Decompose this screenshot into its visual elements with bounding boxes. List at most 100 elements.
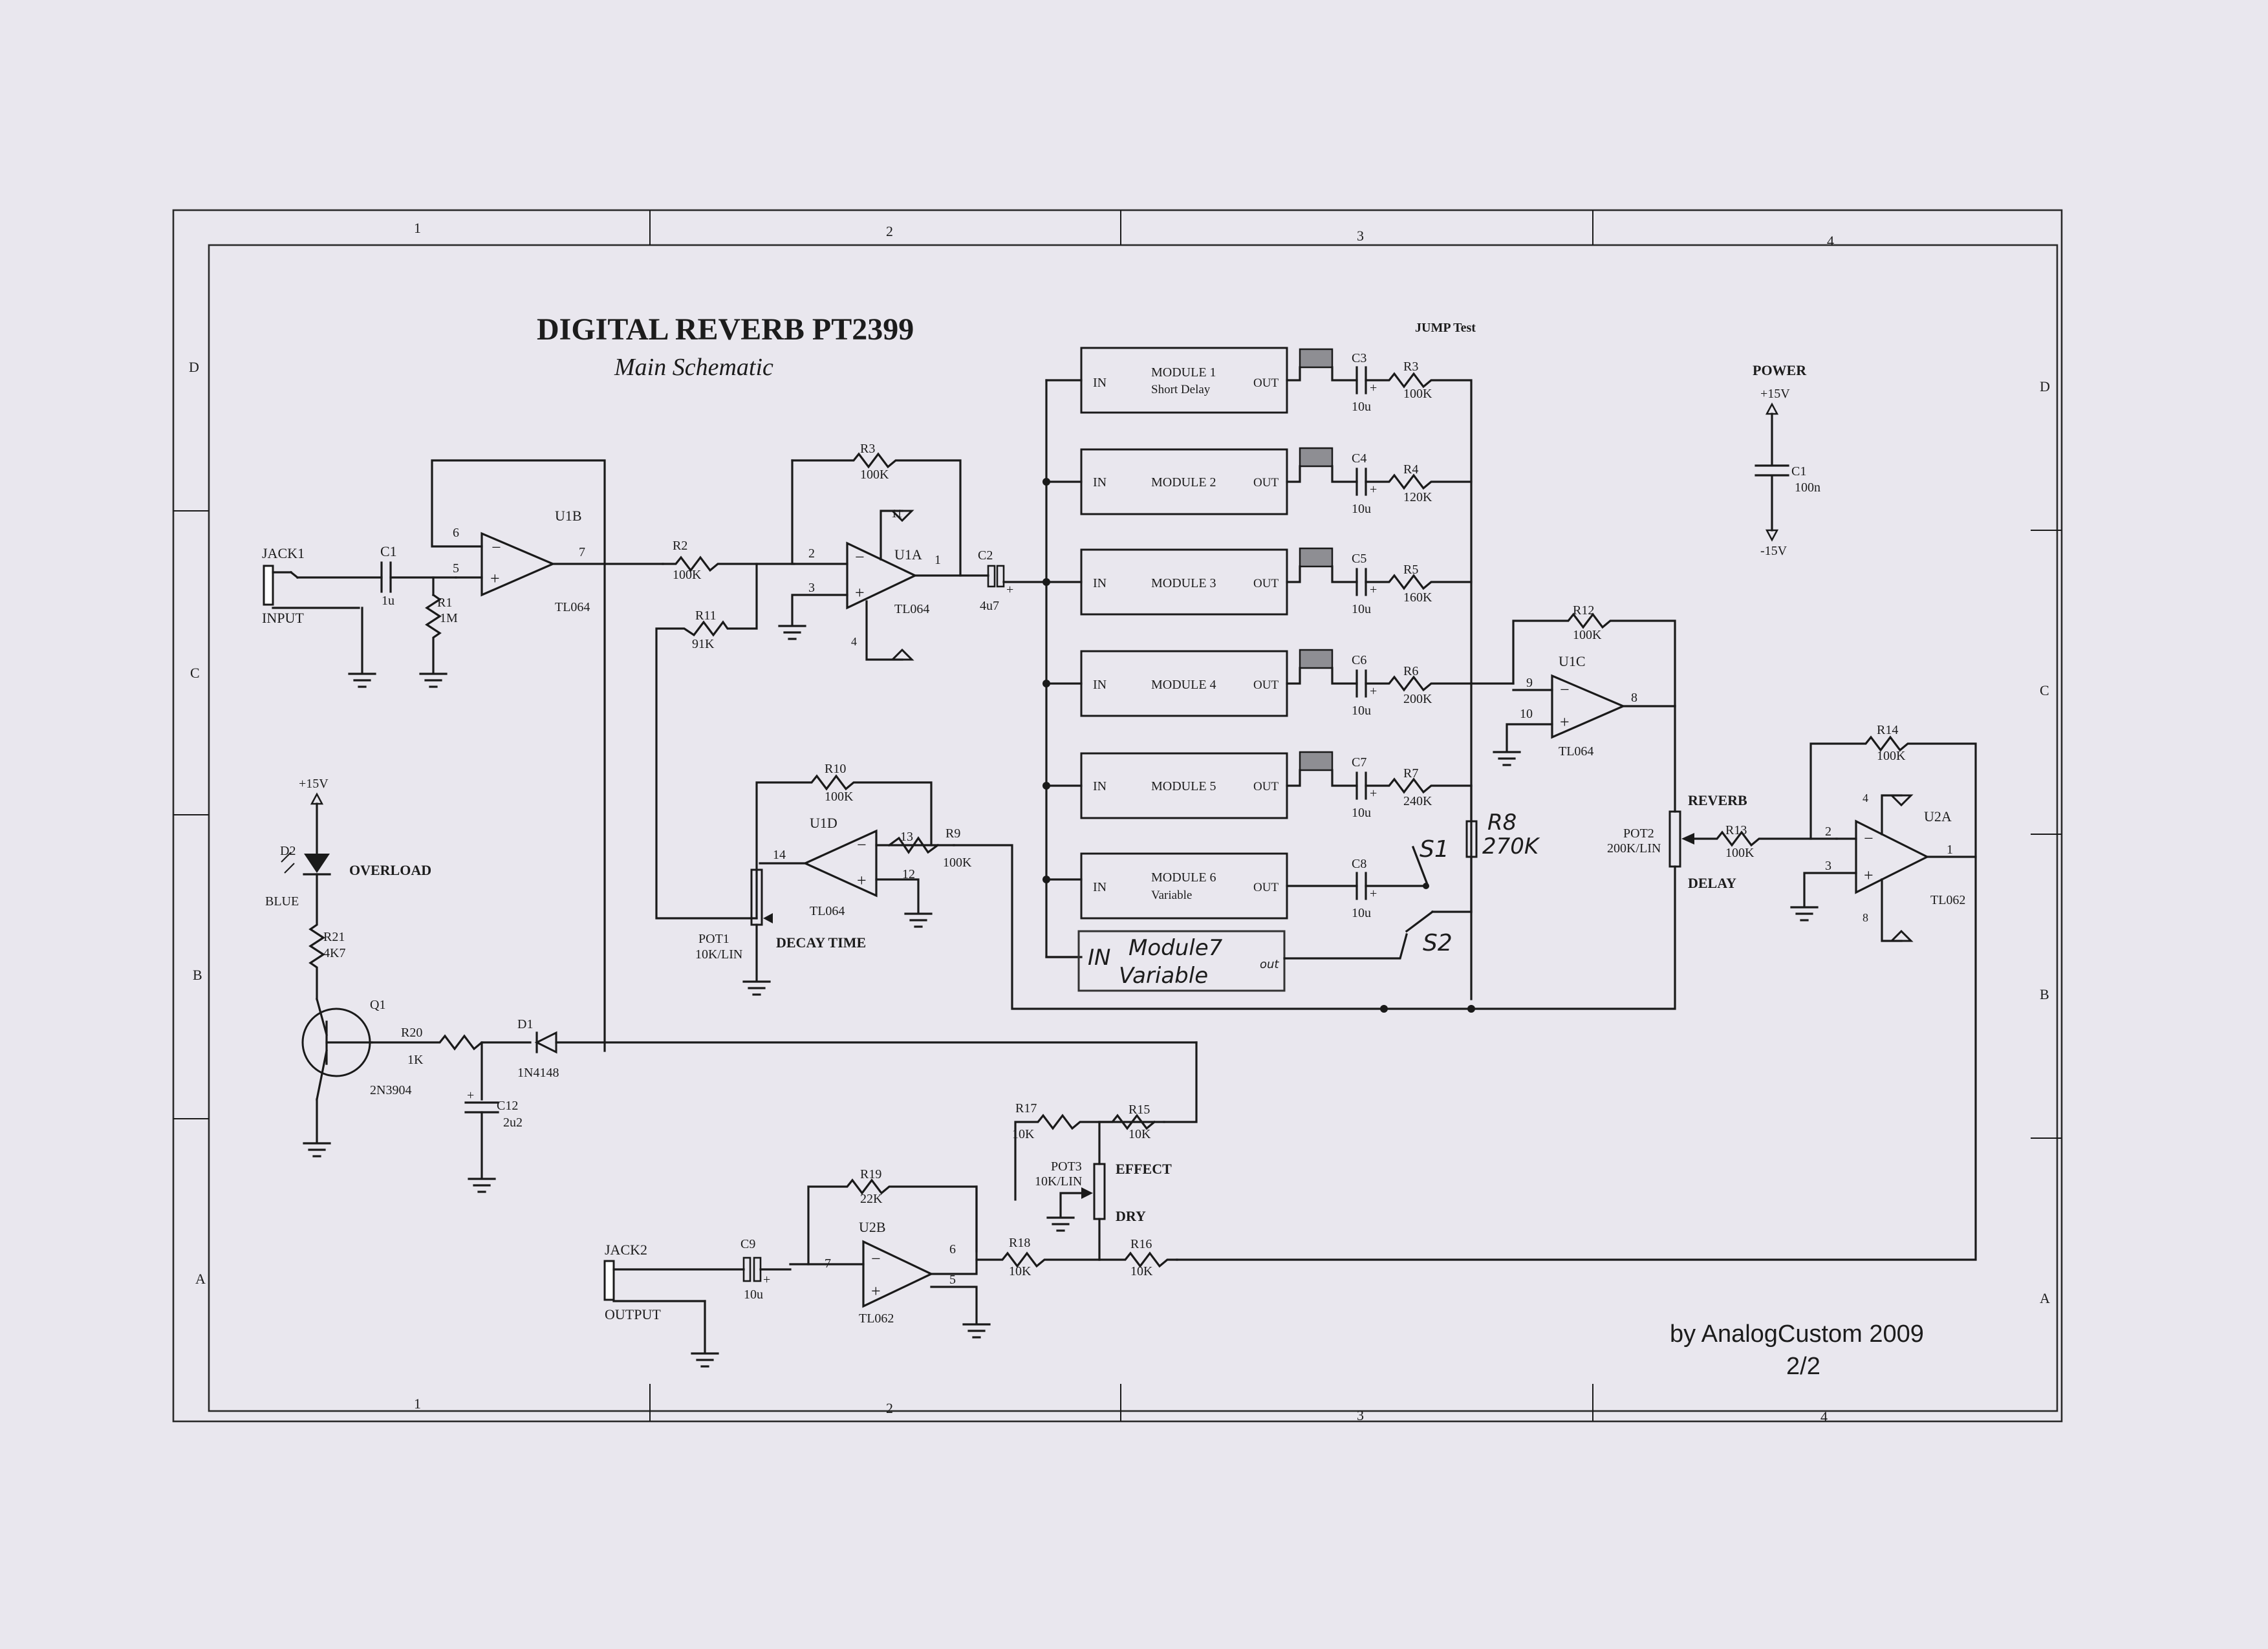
ground-symbol [1493, 751, 1521, 766]
module-2-res-value: 120K [1403, 490, 1432, 504]
r11-ref: R11 [695, 609, 717, 623]
u1d-plus: + [857, 871, 867, 890]
u1b-plus: + [490, 569, 500, 588]
u1a-supply-arrow [890, 510, 914, 523]
u2a-part: TL062 [1930, 893, 1965, 907]
module-5-name: MODULE 5 [1151, 779, 1216, 793]
row-label-d: D [189, 359, 199, 375]
module-4: IN MODULE 4 OUT C6 + 10u R6 200K [1080, 649, 1515, 718]
module-1-sub: Short Delay [1151, 383, 1211, 396]
col-label-2-bottom: 2 [886, 1400, 893, 1416]
module-4-in: IN [1093, 678, 1107, 692]
module-5-cap-value: 10u [1352, 806, 1371, 820]
pot1-wiper[interactable] [763, 913, 773, 923]
module-6: IN MODULE 6 Variable OUT C8 + 10u [1080, 845, 1430, 920]
u2a-pin3: 3 [1825, 859, 1831, 873]
overload-supply: +15V [299, 777, 329, 791]
u1c-part: TL064 [1559, 744, 1593, 759]
u1b-ref: U1B [555, 508, 582, 524]
r16-value: 10K [1130, 1264, 1153, 1278]
overload-label: OVERLOAD [349, 862, 431, 878]
u2a-opamp [1855, 819, 1930, 894]
module-5-cap-ref: C7 [1352, 755, 1366, 770]
u1d-ref: U1D [810, 815, 837, 831]
module-1: IN MODULE 1 Short Delay OUT C3 + 10u R3 … [1080, 347, 1473, 1000]
u1a-pin2: 2 [808, 546, 815, 561]
cap-plus: + [1370, 786, 1377, 801]
u2b-minus: − [871, 1249, 881, 1268]
u1d-pin13: 13 [900, 830, 913, 844]
module-6-in: IN [1093, 880, 1107, 894]
module-4-jumper[interactable] [1299, 649, 1334, 669]
module-1-jumper[interactable] [1299, 348, 1334, 369]
r17-value: 10K [1012, 1127, 1035, 1141]
r17-ref: R17 [1015, 1101, 1037, 1116]
c12-ref: C12 [497, 1099, 518, 1113]
r15-value: 10K [1129, 1127, 1151, 1141]
pot2-wiper[interactable] [1681, 833, 1694, 845]
pot2-ref: POT2 [1623, 826, 1654, 841]
u2a-supply-arrow [1889, 794, 1914, 807]
u1b-minus: − [491, 538, 501, 557]
r8-note: R8 [1487, 810, 1517, 835]
u1a-pin4: 4 [851, 635, 857, 648]
jack1-label: INPUT [262, 610, 304, 626]
u1c-pin8: 8 [1631, 691, 1637, 705]
switch-s1[interactable] [1411, 845, 1430, 888]
module-5: IN MODULE 5 OUT C7 + 10u R7 240K [1080, 751, 1473, 820]
module-4-cap-value: 10u [1352, 704, 1371, 718]
jack1-connector [263, 565, 274, 606]
module-5-in: IN [1093, 779, 1107, 793]
u1d-stage: R10 100K − + U1D TL064 14 13 12 R9 100K … [695, 762, 972, 996]
ground-symbol [778, 625, 806, 640]
u2b-pin5: 5 [949, 1273, 956, 1287]
power-label: POWER [1753, 362, 1807, 378]
module-2-jumper[interactable] [1299, 447, 1334, 468]
module-4-cap-ref: C6 [1352, 653, 1366, 667]
c1-ref: C1 [380, 543, 397, 559]
d2-color: BLUE [265, 894, 299, 909]
module-3-jumper[interactable] [1299, 547, 1334, 568]
module-2: IN MODULE 2 OUT C4 + 10u R4 120K [1080, 447, 1473, 516]
r11-value: 91K [692, 637, 715, 651]
ground-symbol [962, 1323, 991, 1339]
module-2-out: OUT [1253, 476, 1279, 490]
module-7-block [1077, 930, 1286, 992]
module-6-out: OUT [1253, 881, 1279, 894]
u1c-pin10: 10 [1520, 707, 1533, 721]
u1b-pin5: 5 [453, 561, 459, 576]
module-6-sub: Variable [1151, 889, 1192, 902]
q1-ref: Q1 [370, 998, 385, 1012]
r15-ref: R15 [1129, 1103, 1150, 1117]
r8-value-note: 270K [1482, 834, 1540, 859]
schematic-title: DIGITAL REVERB PT2399 [537, 312, 914, 347]
c2-plate [996, 565, 1005, 588]
module-4-res-value: 200K [1403, 692, 1432, 706]
jack2-ref: JACK2 [605, 1242, 647, 1258]
module-4-name: MODULE 4 [1151, 678, 1216, 692]
r12-ref: R12 [1573, 603, 1594, 618]
u1b-opamp [481, 532, 556, 597]
switch-s2[interactable] [1405, 910, 1434, 933]
u2a-pin4: 4 [1863, 792, 1868, 804]
module-5-jumper[interactable] [1299, 751, 1334, 771]
s2-note: S2 [1423, 930, 1453, 956]
u2b-part: TL062 [859, 1311, 894, 1326]
module-3-res-value: 160K [1403, 590, 1432, 605]
c2-plate [987, 565, 996, 588]
c1-value: 1u [382, 594, 394, 608]
c12-value: 2u2 [503, 1116, 523, 1130]
power-cap-value: 100n [1795, 480, 1820, 495]
col-label-4: 4 [1827, 233, 1834, 249]
r9-value: 100K [943, 856, 972, 870]
col-label-4-bottom: 4 [1820, 1408, 1828, 1425]
r3-feedback-value: 100K [860, 468, 889, 482]
module-3-cap-ref: C5 [1352, 552, 1366, 566]
u1b-pin7: 7 [579, 545, 585, 559]
r18-value: 10K [1009, 1264, 1031, 1278]
u2b-ref: U2B [859, 1219, 886, 1235]
u1a-pin1: 1 [934, 553, 941, 567]
r9-ref: R9 [945, 826, 960, 841]
pot3-wiper[interactable] [1081, 1187, 1093, 1199]
